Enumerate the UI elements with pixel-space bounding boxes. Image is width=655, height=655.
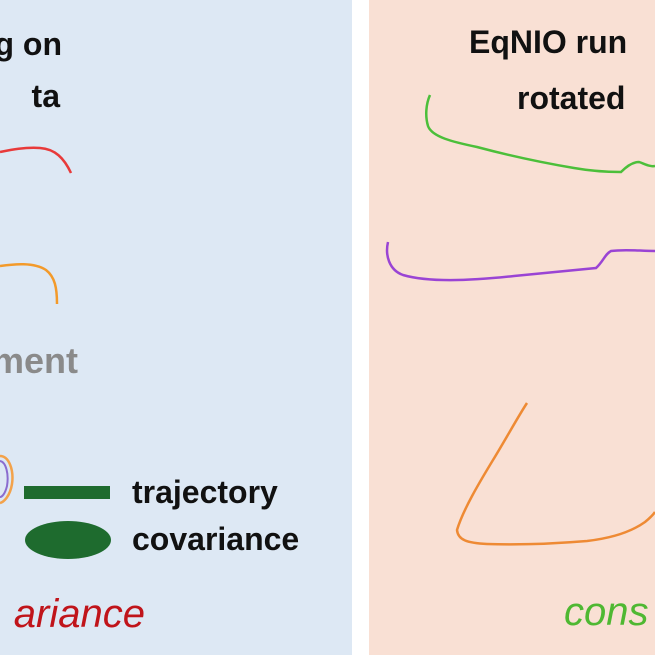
covariance-ellipse-purple <box>0 460 9 498</box>
orange-loop-trajectory <box>455 402 655 546</box>
right-panel: EqNIO run rotated cons <box>369 0 655 655</box>
right-bottom-label: cons <box>564 590 649 634</box>
left-bottom-label: ariance <box>13 592 145 636</box>
covariance-ellipse-orange <box>0 454 14 505</box>
legend-trajectory-swatch <box>24 486 110 499</box>
right-title-line-2: rotated <box>517 80 626 116</box>
legend-covariance-label: covariance <box>132 521 300 557</box>
legend-covariance-swatch <box>25 521 111 559</box>
left-panel: g on ta ment trajectory covariance arian… <box>0 0 352 655</box>
left-trajectories <box>0 146 111 559</box>
right-title-line-1: EqNIO run <box>469 24 628 60</box>
purple-trajectory <box>385 241 655 282</box>
left-title-line-1: g on <box>0 26 62 62</box>
right-trajectories <box>385 94 655 546</box>
red-trajectory <box>0 146 73 174</box>
orange-trajectory <box>0 263 59 305</box>
left-title-line-2: ta <box>31 78 60 114</box>
legend-trajectory-label: trajectory <box>132 474 278 510</box>
green-trajectory <box>425 94 655 174</box>
left-faded-label: ment <box>0 340 78 381</box>
